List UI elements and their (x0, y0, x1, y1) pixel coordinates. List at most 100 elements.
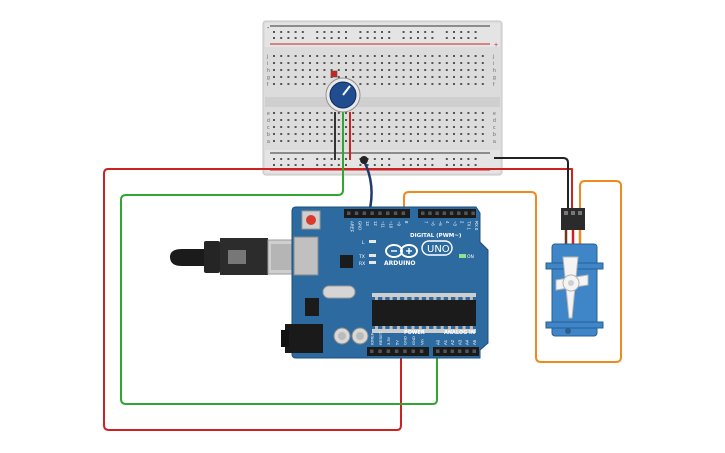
breadboard-hole[interactable] (438, 140, 441, 142)
breadboard-hole[interactable] (388, 69, 391, 71)
breadboard-hole[interactable] (438, 126, 441, 128)
breadboard-hole[interactable] (445, 76, 448, 78)
breadboard-hole[interactable] (359, 126, 362, 128)
rail-hole[interactable] (381, 158, 383, 160)
breadboard-hole[interactable] (366, 140, 369, 142)
rail-hole[interactable] (301, 164, 304, 166)
breadboard-hole[interactable] (424, 62, 427, 64)
breadboard-hole[interactable] (366, 133, 369, 135)
breadboard-hole[interactable] (402, 62, 405, 64)
breadboard-hole[interactable] (352, 126, 355, 128)
breadboard-hole[interactable] (280, 83, 283, 85)
breadboard-hole[interactable] (424, 133, 427, 135)
breadboard-hole[interactable] (366, 76, 369, 78)
breadboard-hole[interactable] (309, 140, 311, 142)
breadboard-hole[interactable] (273, 119, 275, 121)
breadboard-hole[interactable] (460, 62, 463, 64)
breadboard-hole[interactable] (474, 140, 477, 142)
breadboard-hole[interactable] (309, 126, 311, 128)
breadboard-hole[interactable] (424, 119, 427, 121)
breadboard-hole[interactable] (373, 62, 376, 64)
breadboard-hole[interactable] (294, 126, 297, 128)
breadboard-hole[interactable] (352, 55, 355, 57)
breadboard-hole[interactable] (316, 126, 319, 128)
power-pin[interactable] (386, 349, 391, 354)
rail-hole[interactable] (330, 37, 333, 39)
breadboard-hole[interactable] (395, 69, 398, 71)
rail-hole[interactable] (330, 158, 333, 160)
rail-hole[interactable] (316, 158, 319, 160)
breadboard-hole[interactable] (431, 112, 434, 114)
breadboard-hole[interactable] (388, 133, 391, 135)
breadboard-hole[interactable] (481, 83, 484, 85)
breadboard-hole[interactable] (301, 119, 304, 121)
breadboard-hole[interactable] (395, 76, 398, 78)
breadboard-hole[interactable] (467, 112, 470, 114)
digital-pin[interactable] (471, 211, 475, 216)
breadboard-hole[interactable] (438, 76, 441, 78)
breadboard-hole[interactable] (474, 69, 477, 71)
rail-hole[interactable] (330, 164, 333, 166)
breadboard-hole[interactable] (273, 69, 275, 71)
breadboard-hole[interactable] (481, 126, 484, 128)
breadboard-hole[interactable] (294, 133, 297, 135)
breadboard-hole[interactable] (409, 76, 412, 78)
breadboard-hole[interactable] (287, 55, 290, 57)
analog-pin[interactable] (450, 349, 455, 354)
rail-hole[interactable] (445, 164, 448, 166)
breadboard-hole[interactable] (301, 62, 304, 64)
breadboard-hole[interactable] (388, 76, 391, 78)
power-pin[interactable] (378, 349, 382, 354)
breadboard-hole[interactable] (431, 69, 434, 71)
breadboard-hole[interactable] (409, 119, 412, 121)
breadboard-hole[interactable] (294, 76, 297, 78)
breadboard-hole[interactable] (273, 55, 275, 57)
power-pin[interactable] (419, 349, 424, 354)
breadboard-hole[interactable] (337, 126, 340, 128)
breadboard-hole[interactable] (402, 69, 405, 71)
rail-hole[interactable] (424, 164, 427, 166)
breadboard-hole[interactable] (438, 83, 441, 85)
breadboard-hole[interactable] (424, 140, 427, 142)
rail-hole[interactable] (337, 37, 340, 39)
rail-hole[interactable] (330, 31, 333, 33)
breadboard-hole[interactable] (402, 140, 405, 142)
rail-hole[interactable] (345, 37, 347, 39)
breadboard-hole[interactable] (352, 62, 355, 64)
breadboard-hole[interactable] (431, 83, 434, 85)
breadboard-hole[interactable] (345, 55, 347, 57)
breadboard-hole[interactable] (395, 126, 398, 128)
breadboard-hole[interactable] (481, 55, 484, 57)
breadboard-hole[interactable] (316, 62, 319, 64)
breadboard-hole[interactable] (352, 119, 355, 121)
breadboard-hole[interactable] (402, 76, 405, 78)
rail-hole[interactable] (280, 158, 283, 160)
breadboard-hole[interactable] (417, 140, 419, 142)
breadboard-hole[interactable] (381, 76, 383, 78)
breadboard-hole[interactable] (409, 62, 412, 64)
breadboard-hole[interactable] (467, 55, 470, 57)
breadboard-hole[interactable] (388, 83, 391, 85)
breadboard-hole[interactable] (424, 69, 427, 71)
breadboard-hole[interactable] (352, 69, 355, 71)
breadboard-hole[interactable] (409, 55, 412, 57)
analog-pin[interactable] (465, 349, 469, 354)
breadboard-hole[interactable] (337, 112, 340, 114)
digital-pin[interactable] (401, 211, 406, 216)
breadboard-hole[interactable] (395, 140, 398, 142)
digital-pin[interactable] (354, 211, 359, 216)
breadboard-hole[interactable] (294, 55, 297, 57)
breadboard-hole[interactable] (453, 126, 455, 128)
breadboard-hole[interactable] (402, 119, 405, 121)
red-wire-5v[interactable] (103, 168, 573, 431)
breadboard-hole[interactable] (474, 112, 477, 114)
breadboard-hole[interactable] (309, 83, 311, 85)
breadboard-hole[interactable] (309, 62, 311, 64)
breadboard-hole[interactable] (431, 62, 434, 64)
breadboard-hole[interactable] (323, 126, 326, 128)
rail-hole[interactable] (460, 164, 463, 166)
rail-hole[interactable] (301, 31, 304, 33)
breadboard-hole[interactable] (273, 140, 275, 142)
